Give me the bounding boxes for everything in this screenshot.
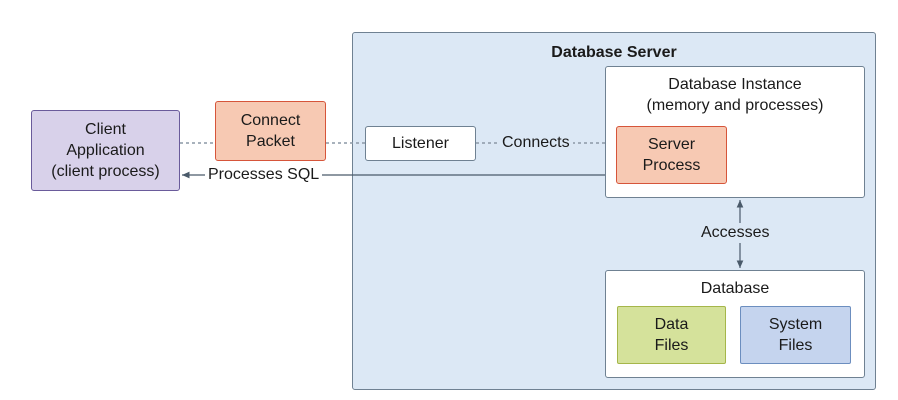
connect-packet-node: Connect Packet — [215, 101, 326, 161]
listener-label: Listener — [392, 135, 449, 152]
process-line-2: Process — [642, 157, 701, 174]
accesses-edge-label: Accesses — [698, 223, 773, 243]
instance-line-1: Database Instance — [668, 76, 802, 93]
packet-line-2: Packet — [246, 133, 295, 150]
client-application-node: Client Application (client process) — [31, 110, 180, 191]
data-files-line-2: Files — [654, 337, 689, 354]
listener-node: Listener — [365, 126, 476, 161]
client-line-2: Application — [66, 142, 145, 159]
processes-sql-edge-label: Processes SQL — [205, 165, 323, 185]
system-files-line-1: System — [768, 316, 823, 333]
client-line-3: (client process) — [51, 163, 160, 180]
server-process-node: Server Process — [616, 126, 727, 184]
system-files-node: System Files — [740, 306, 851, 364]
data-files-line-1: Data — [654, 316, 689, 333]
packet-line-1: Connect — [240, 112, 301, 129]
instance-line-2: (memory and processes) — [646, 97, 824, 114]
connects-edge-label: Connects — [499, 133, 573, 153]
client-line-1: Client — [85, 121, 126, 138]
database-title: Database — [700, 280, 770, 297]
system-files-line-2: Files — [778, 337, 813, 354]
database-server-title: Database Server — [551, 44, 677, 61]
process-line-1: Server — [647, 136, 696, 153]
data-files-node: Data Files — [617, 306, 726, 364]
